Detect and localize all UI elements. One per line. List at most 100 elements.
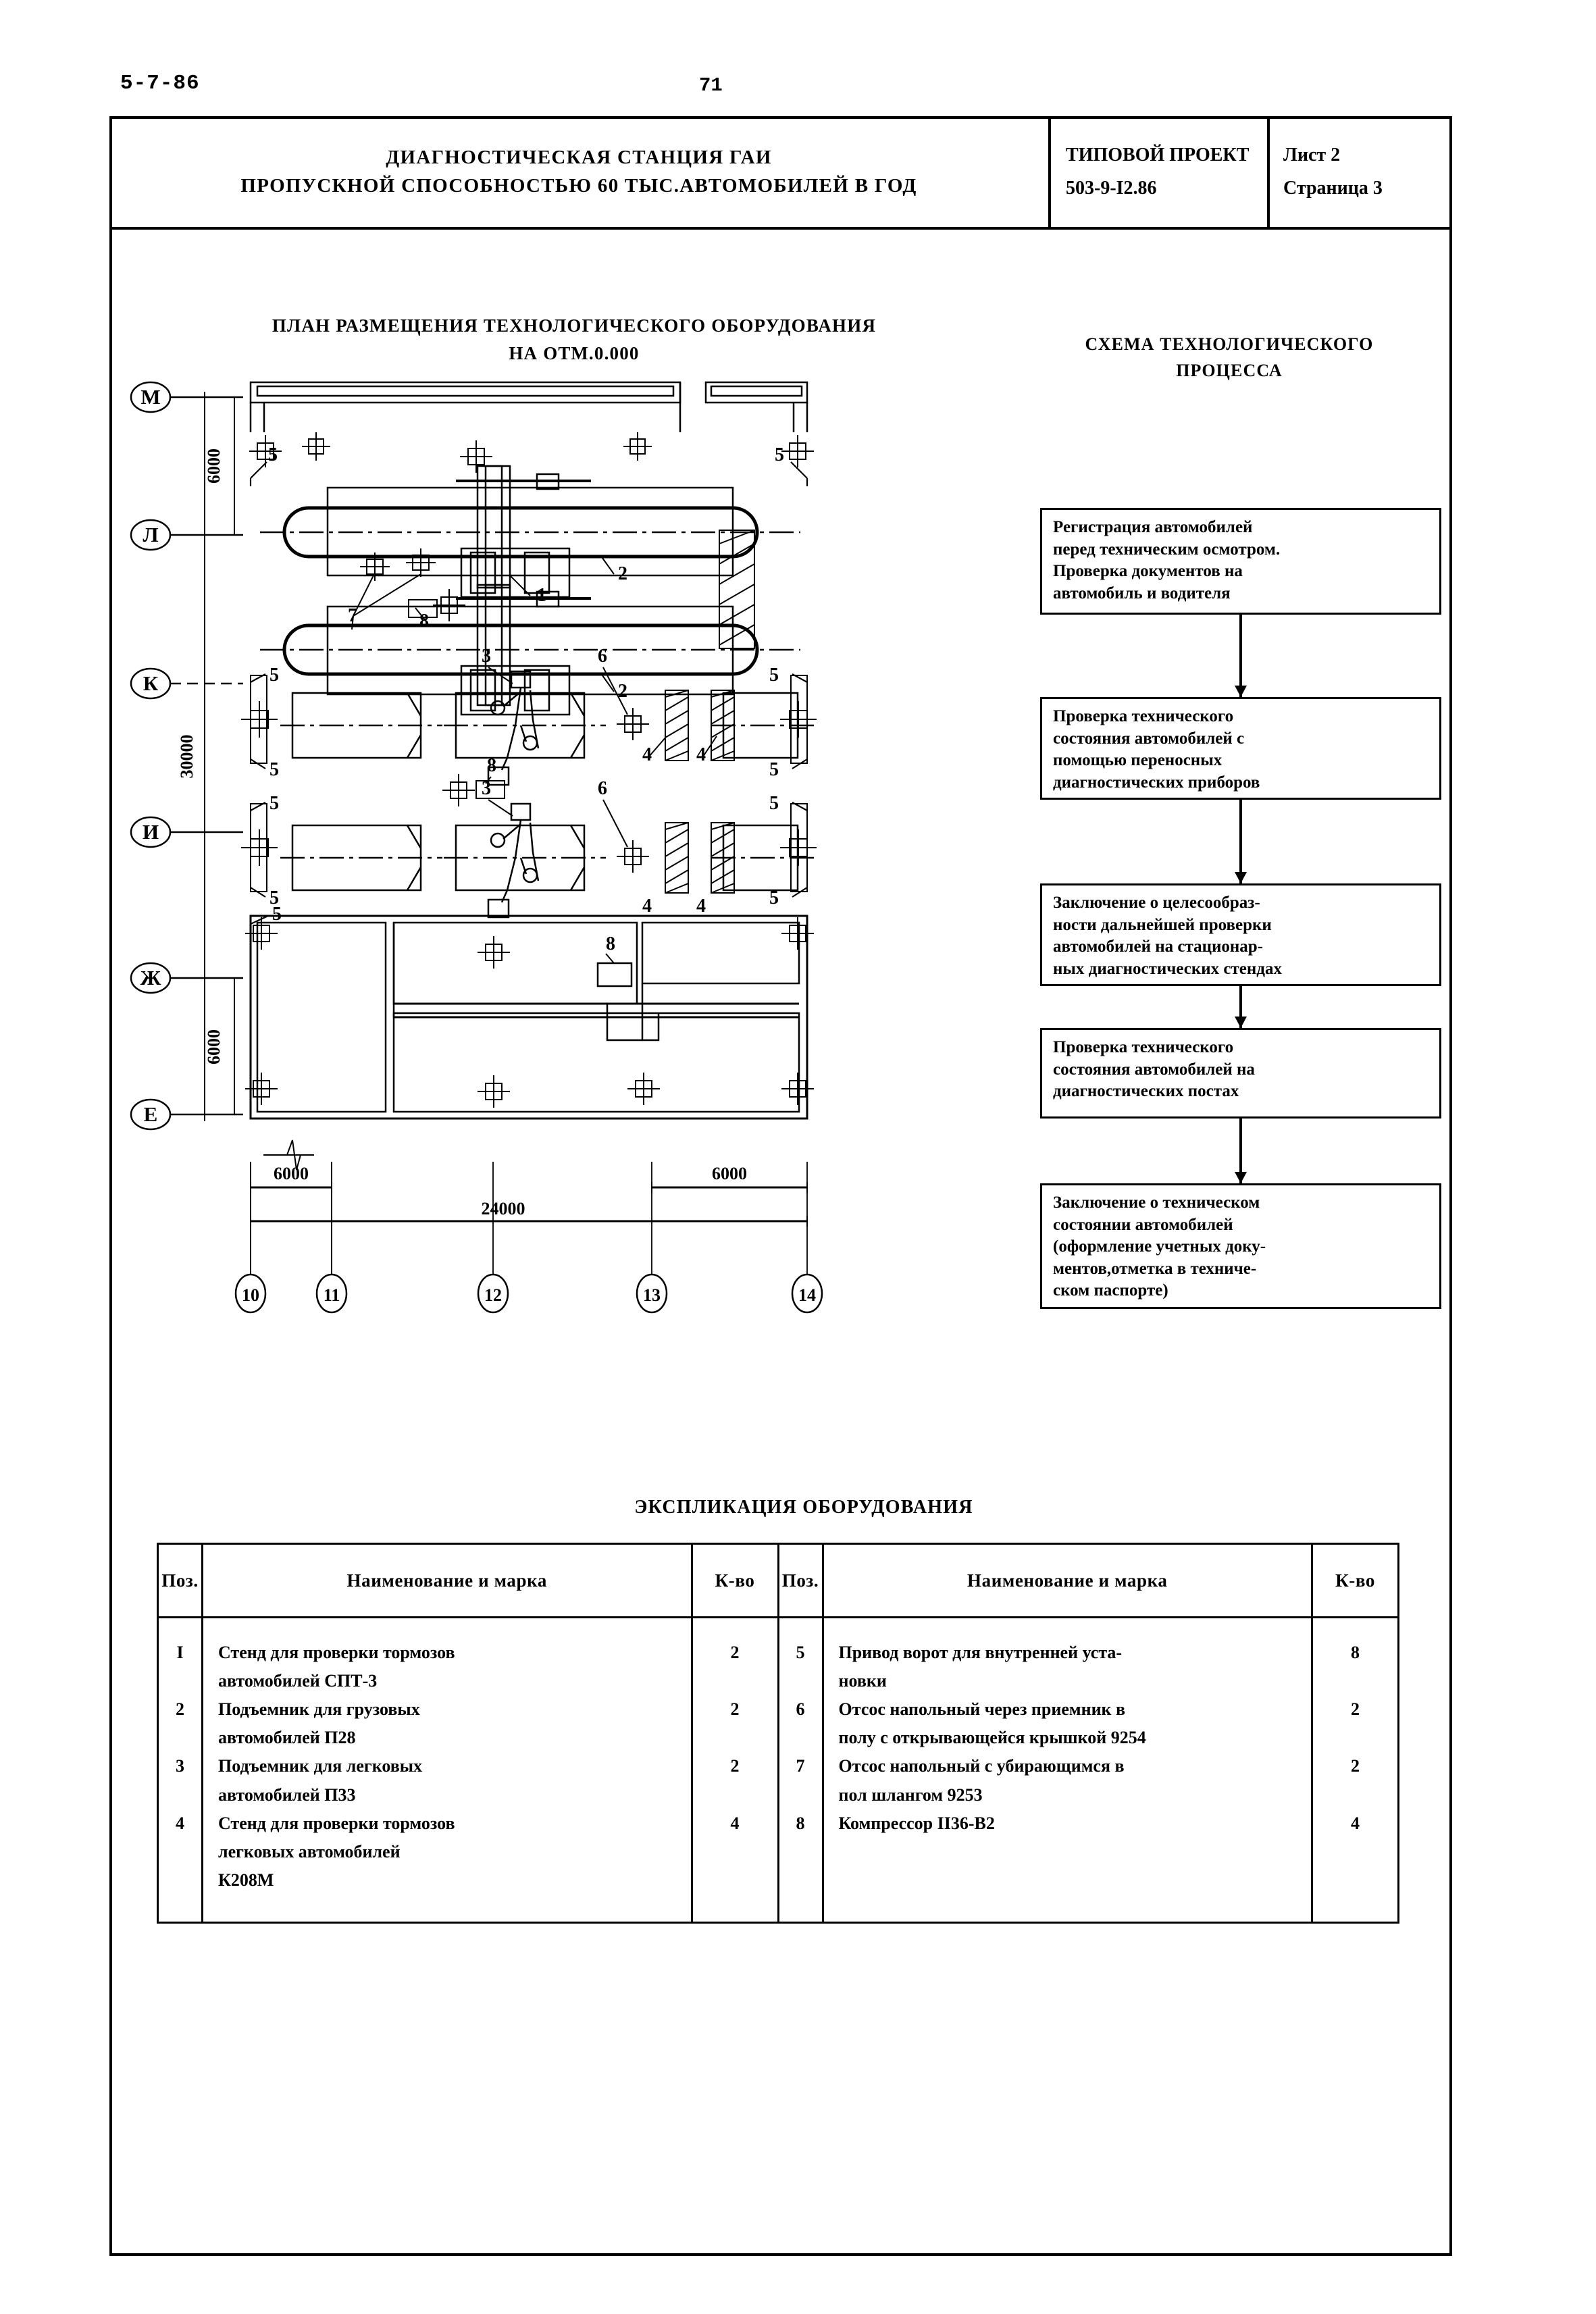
- table-row: I . 2 . 3 . 4 Стенд для проверки тормозо…: [157, 1616, 1399, 1924]
- item-name: Стенд для проверки тормозов автомобилей …: [218, 1643, 455, 1691]
- qty-value: 4: [730, 1813, 740, 1833]
- pos-value: 5: [796, 1643, 805, 1662]
- equipment-table: Поз. Наименование и марка К-во Поз. Наим…: [157, 1543, 1399, 1924]
- top-wall: [249, 381, 808, 432]
- svg-text:2: 2: [618, 681, 627, 702]
- svg-text:30000: 30000: [177, 735, 197, 779]
- cell-qty-right: 8 . 2 . 2 . 4: [1311, 1616, 1399, 1924]
- item-name: Компрессор II36-В2: [838, 1813, 995, 1833]
- th-qty-right: К-во: [1311, 1543, 1399, 1618]
- flow-step-3: Заключение о целесообраз- ности дальнейш…: [1040, 883, 1441, 986]
- equipment-table-title: ЭКСПЛИКАЦИЯ ОБОРУДОВАНИЯ: [634, 1497, 973, 1518]
- svg-text:10: 10: [242, 1285, 259, 1305]
- process-flowchart: Регистрация автомобилей перед технически…: [1040, 508, 1441, 1309]
- pos-value: 4: [176, 1813, 184, 1833]
- item-name: Подъемник для легковых автомобилей П33: [218, 1756, 423, 1805]
- page-label: Страница 3: [1283, 178, 1383, 199]
- svg-text:Е: Е: [144, 1102, 158, 1126]
- plan-title-line1: ПЛАН РАЗМЕЩЕНИЯ ТЕХНОЛОГИЧЕСКОГО ОБОРУДО…: [272, 315, 877, 336]
- flow-arrow-1: [1040, 615, 1441, 697]
- flow-step-4: Проверка технического состояния автомоби…: [1040, 1028, 1441, 1119]
- svg-text:4: 4: [696, 896, 706, 917]
- flow-step-4-text: Проверка технического состояния автомоби…: [1053, 1038, 1255, 1100]
- cell-pos-right: 5 . 6 . 7 . 8: [777, 1616, 824, 1924]
- qty-value: 8: [1351, 1643, 1360, 1662]
- svg-text:К: К: [143, 671, 159, 695]
- item-name: Подъемник для грузовых автомобилей П28: [218, 1699, 420, 1748]
- page-number: 71: [699, 74, 723, 97]
- item-name: Стенд для проверки тормозов легковых авт…: [218, 1813, 455, 1890]
- svg-text:12: 12: [484, 1285, 502, 1305]
- th-qty-left: К-во: [690, 1543, 779, 1618]
- cell-pos-left: I . 2 . 3 . 4: [157, 1616, 203, 1924]
- svg-text:4: 4: [642, 744, 652, 765]
- arrow-stem: [1239, 615, 1242, 697]
- svg-text:5: 5: [269, 793, 279, 814]
- svg-text:5: 5: [268, 444, 278, 465]
- arrow-head: [1235, 1017, 1247, 1028]
- th-name-right: Наименование и марка: [821, 1543, 1313, 1618]
- project-label: ТИПОВОЙ ПРОЕКТ: [1066, 145, 1250, 165]
- flow-step-2-text: Проверка технического состояния автомоби…: [1053, 707, 1260, 792]
- svg-text:5: 5: [769, 759, 779, 780]
- pos-value: 2: [176, 1699, 184, 1720]
- sheet-frame: [109, 116, 1452, 2256]
- project-code: 503-9-I2.86: [1066, 178, 1157, 199]
- plan-heading: ПЛАН РАЗМЕЩЕНИЯ ТЕХНОЛОГИЧЕСКОГО ОБОРУДО…: [203, 312, 946, 367]
- arrow-stem: [1239, 986, 1242, 1028]
- pos-value: 8: [796, 1813, 805, 1833]
- item-name: Отсос напольный с убирающимся в пол шлан…: [838, 1756, 1125, 1805]
- svg-text:7: 7: [348, 605, 357, 626]
- svg-text:2: 2: [618, 563, 627, 584]
- pos-value: I: [176, 1643, 184, 1662]
- svg-text:14: 14: [798, 1285, 816, 1305]
- svg-text:5: 5: [269, 759, 279, 780]
- arrow-stem: [1239, 800, 1242, 883]
- svg-text:6: 6: [598, 778, 607, 799]
- svg-text:5: 5: [272, 904, 282, 925]
- svg-text:4: 4: [696, 744, 706, 765]
- pos-value: 6: [796, 1699, 805, 1720]
- arrow-head: [1235, 872, 1247, 883]
- flow-step-5-text: Заключение о техническом состоянии автом…: [1053, 1193, 1266, 1300]
- arrow-head: [1235, 1172, 1247, 1183]
- qty-value: 2: [1351, 1699, 1360, 1720]
- floor-plan-drawing: М Л К И Ж Е 6000 30000 6000: [130, 381, 823, 1314]
- cell-name-right: Привод ворот для внутренней уста- новки …: [821, 1616, 1313, 1924]
- diagnostic-post-row-a: [280, 670, 814, 786]
- svg-text:6: 6: [598, 646, 607, 667]
- svg-text:5: 5: [769, 665, 779, 686]
- svg-text:М: М: [140, 385, 160, 409]
- flow-step-2: Проверка технического состояния автомоби…: [1040, 697, 1441, 800]
- vertical-axis-markers: [130, 381, 172, 1131]
- flowchart-title-line2: ПРОЦЕССА: [1176, 361, 1283, 380]
- pos-value: 3: [176, 1756, 184, 1776]
- svg-text:6000: 6000: [204, 448, 224, 484]
- flow-arrow-3: [1040, 986, 1441, 1028]
- document-code: 5-7-86: [120, 72, 200, 95]
- svg-text:8: 8: [606, 933, 615, 954]
- svg-text:И: И: [143, 820, 159, 844]
- svg-text:6000: 6000: [712, 1164, 747, 1183]
- project-cell: ТИПОВОЙ ПРОЕКТ 503-9-I2.86: [1048, 116, 1267, 227]
- flowchart-heading: СХЕМА ТЕХНОЛОГИЧЕСКОГО ПРОЦЕССА: [1013, 331, 1445, 384]
- qty-value: 4: [1351, 1813, 1360, 1833]
- cell-name-left: Стенд для проверки тормозов автомобилей …: [201, 1616, 693, 1924]
- plan-title-line2: НА ОТМ.0.000: [509, 342, 640, 363]
- qty-value: 2: [730, 1756, 740, 1776]
- svg-text:1: 1: [537, 585, 546, 606]
- building-block: [245, 915, 814, 1120]
- drawing-title-line2: ПРОПУСКНОЙ СПОСОБНОСТЬЮ 60 ТЫС.АВТОМОБИЛ…: [240, 175, 917, 197]
- pos-value: 7: [796, 1756, 805, 1776]
- item-name: Привод ворот для внутренней уста- новки: [838, 1643, 1123, 1691]
- lane-upper: [260, 465, 800, 649]
- svg-text:5: 5: [269, 665, 279, 686]
- lane-lower: [260, 584, 800, 716]
- flowchart-title-line1: СХЕМА ТЕХНОЛОГИЧЕСКОГО: [1085, 334, 1374, 354]
- svg-text:11: 11: [324, 1285, 340, 1305]
- qty-value: 2: [1351, 1756, 1360, 1776]
- flow-step-1: Регистрация автомобилей перед технически…: [1040, 508, 1441, 615]
- th-pos-left: Поз.: [157, 1543, 203, 1618]
- svg-text:Л: Л: [143, 523, 158, 546]
- diagnostic-post-row-b: [280, 802, 814, 919]
